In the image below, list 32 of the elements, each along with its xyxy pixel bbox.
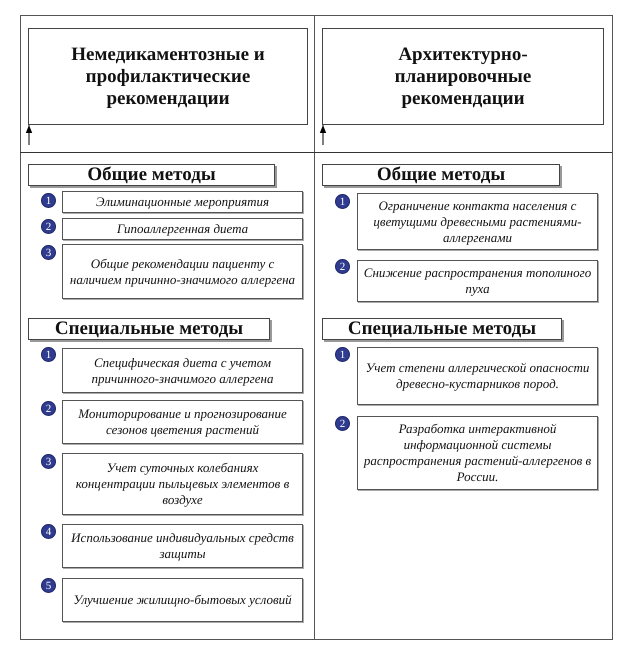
number-circle: 1 [41, 347, 56, 362]
number-circle: 4 [41, 524, 56, 539]
method-box: Учет степени аллергической опасности древесно-кустарников пород. [357, 347, 598, 405]
heading-box: Архитектурно-планировочные рекомендации [322, 28, 604, 125]
number-circle: 1 [335, 347, 350, 362]
number-circle: 2 [335, 416, 350, 431]
heading-box: Немедикаментозные и профилактические рекомендации [28, 28, 308, 125]
number-circle: 2 [41, 401, 56, 416]
method-box: Использование индивидуальных средств защиты [62, 524, 303, 568]
number-circle: 1 [41, 193, 56, 208]
number-circle: 2 [41, 219, 56, 234]
method-box: Специфическая диета с учетом причинного-значимого аллергена [62, 348, 303, 393]
method-box: Снижение распространения тополиного пуха [357, 260, 598, 302]
method-box: Гипоаллергенная диета [62, 218, 303, 240]
arrow [26, 124, 32, 146]
section-heading: Общие методы [28, 164, 275, 186]
section-heading: Специальные методы [28, 318, 270, 340]
method-box: Разработка интерактивной информационной системы распространения растений-аллергенов в России. [357, 416, 598, 490]
method-box: Ограничение контакта населения с цветущими древесными растениями-аллергенами [357, 193, 598, 250]
method-box: Элиминационные мероприятия [62, 191, 303, 213]
arrow [320, 124, 326, 146]
number-circle: 3 [41, 454, 56, 469]
method-box: Мониторирование и прогнозирование сезонов цветения растений [62, 400, 303, 444]
number-circle: 3 [41, 245, 56, 260]
number-circle: 1 [335, 194, 350, 209]
method-box: Учет суточных колебаниях концентрации пыльцевых элементов в воздухе [62, 453, 303, 515]
section-heading: Общие методы [322, 164, 560, 186]
method-box: Улучшение жилищно-бытовых условий [62, 578, 303, 622]
number-circle: 2 [335, 259, 350, 274]
method-box: Общие рекомендации пациенту с наличием причинно-значимого аллергена [62, 244, 303, 299]
section-heading: Специальные методы [322, 318, 562, 340]
number-circle: 5 [41, 578, 56, 593]
